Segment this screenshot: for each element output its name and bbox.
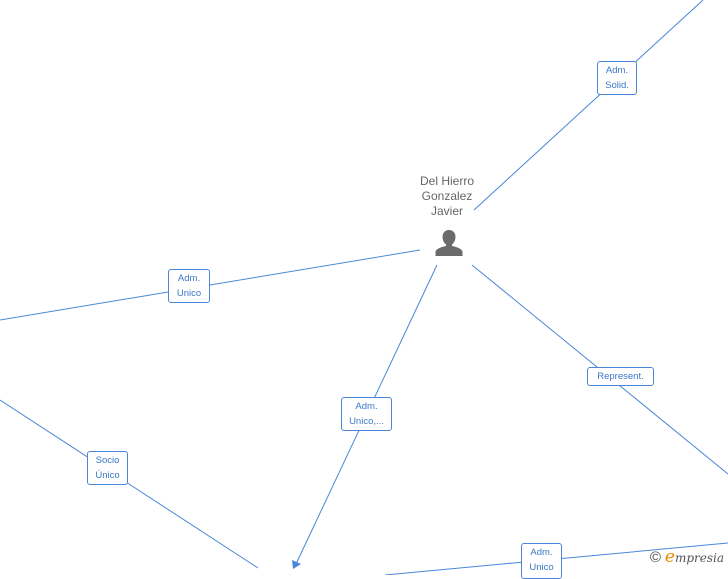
edge-label-text: Único [95,470,120,481]
edge-adm-solid [473,0,704,211]
edge-label-adm-unico-trunc[interactable]: Adm. Unico,... [341,397,392,431]
edge-label-represent[interactable]: Represent. [587,367,654,386]
edge-socio-unico [0,399,259,569]
edge-label-text: Unico [176,288,202,299]
person-icon[interactable] [434,229,464,257]
edge-label-text: Socio [95,455,120,466]
edge-label-text: Adm. [605,65,629,76]
edge-label-adm-unico-bottom[interactable]: Adm. Unico [521,543,562,579]
edge-label-text: Adm. [177,273,201,284]
edge-label-text: Adm. [355,401,378,412]
brand-name: mpresia [674,551,724,565]
edge-label-text: Unico [529,562,554,573]
edge-label-text: Adm. [530,547,553,558]
copyright-icon: © [649,549,661,566]
center-node-name-line1: Del Hierro [419,174,474,188]
edge-label-socio-unico[interactable]: Socio Único [87,451,128,485]
center-node-name-line2: Gonzalez [421,189,473,203]
center-node-name-line3: Javier [430,204,463,218]
brand-initial: e [664,547,675,567]
edge-label-adm-solid[interactable]: Adm. Solid. [597,61,637,95]
edge-label-text: Solid. [605,80,629,91]
edge-label-text: Unico,... [349,416,384,427]
center-node-name[interactable]: Del Hierro Gonzalez Javier [402,174,492,219]
edge-label-adm-unico-left[interactable]: Adm. Unico [168,269,210,303]
edge-label-text: Represent. [597,371,644,382]
edge-adm-unico-left [0,249,421,321]
empresia-watermark: ©empresia [650,547,724,567]
arrowhead-icon [292,560,301,569]
